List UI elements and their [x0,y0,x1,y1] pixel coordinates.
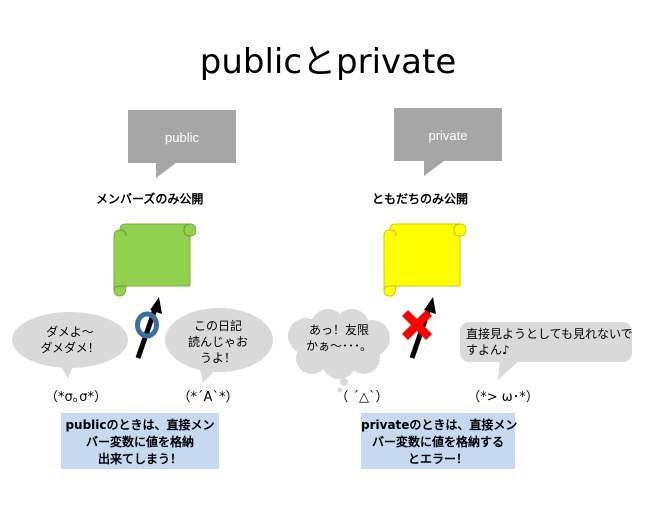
private-scroll [383,223,466,297]
public-face-left: （*σ｡σ*） [45,390,107,405]
private-heading: ともだちのみ公開 [372,192,469,206]
private-callout [394,108,502,176]
private-face-right: （*> ω･*） [467,390,539,405]
private-note: privateのときは、直接メン バー変数に値を格納する とエラー！ [361,413,517,469]
public-heading: メンバーズのみ公開 [96,192,204,206]
cross-icon [402,310,432,340]
public-bubble-right-text: この日記 読んじゃお うよ！ [187,319,248,365]
private-bubble-right [460,322,632,380]
private-face-left: （ ´△`） [335,390,389,405]
private-bubble-left-text: あっ！友限 かぁ～･･･。 [305,323,372,353]
public-face-right: （*´A`*） [177,390,239,405]
private-callout-label: private [428,128,468,143]
public-bubble-right [165,308,273,383]
private-bubble-left [288,309,390,393]
public-bubble-left [12,312,128,378]
public-note: publicのときは、直接メン バー変数に値を格納 出来てしまう！ [61,413,219,469]
circle-icon [135,311,159,339]
public-scroll [113,223,196,297]
page-title: publicとprivate [199,42,457,82]
public-bubble-left-text: ダメよ～ ダメダメ！ [40,325,100,355]
public-callout-label: public [165,130,199,145]
private-bubble-right-text: 直接見ようとしても見れないで すよん♪ [466,327,633,357]
public-callout [128,110,236,178]
